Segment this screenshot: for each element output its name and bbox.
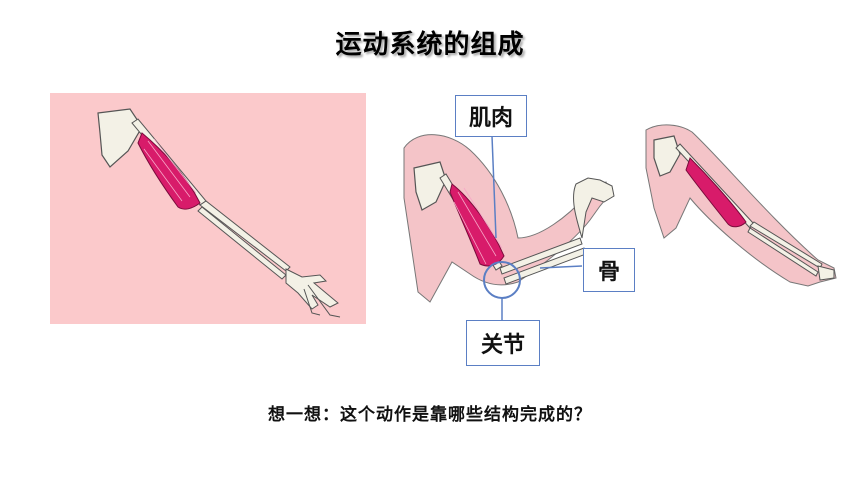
label-joint: 关节 (466, 320, 540, 366)
straight-arm-illustration (50, 93, 366, 324)
question-prompt: 想一想：这个动作是靠哪些结构完成的？ (268, 405, 592, 425)
label-muscle: 肌肉 (455, 95, 527, 137)
extended-arm-illustration (645, 124, 837, 287)
label-bone: 骨 (583, 248, 635, 292)
bent-arm-illustration (403, 134, 615, 320)
slide-title: 运动系统的组成 (335, 30, 525, 60)
